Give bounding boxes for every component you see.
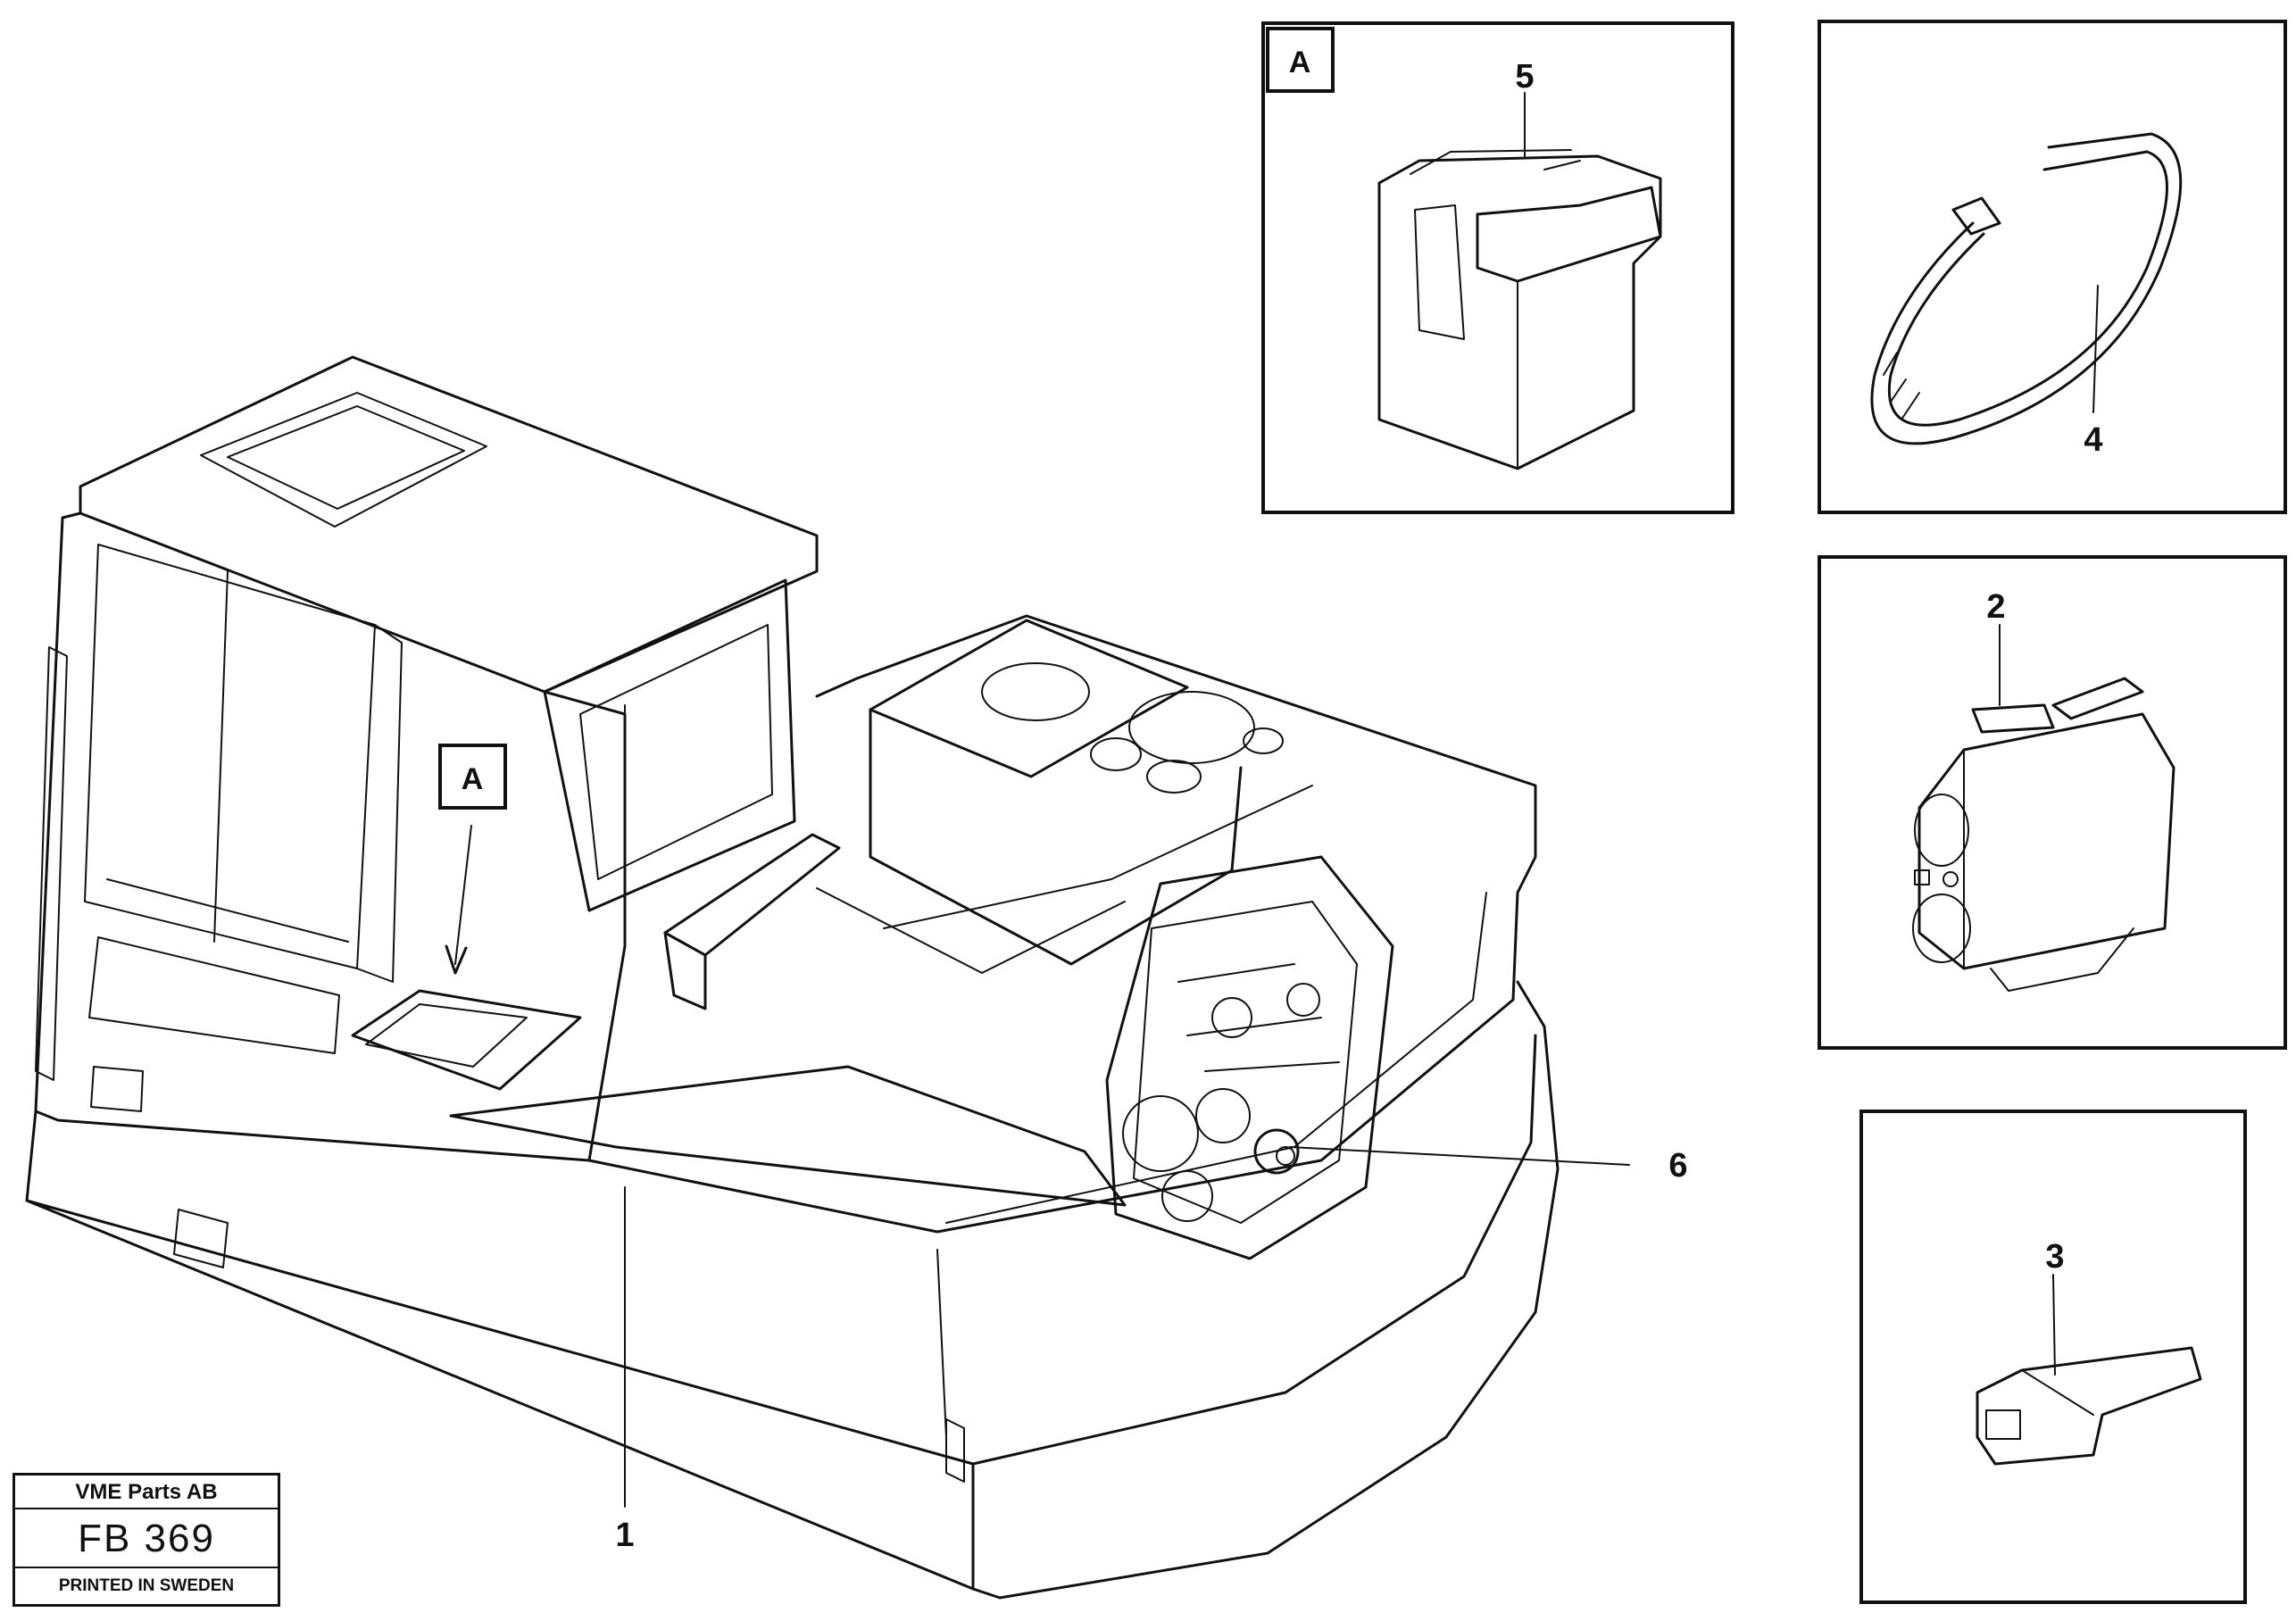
callout-1: 1 [615, 1517, 634, 1554]
callout-4: 4 [2084, 421, 2102, 459]
rubber-boot-drawing [1377, 149, 1662, 470]
detail-box-a-label: A [1289, 46, 1311, 79]
title-block: VME Parts AB FB 369 PRINTED IN SWEDEN [12, 1473, 280, 1607]
callout-3: 3 [2045, 1238, 2064, 1276]
callout-2: 2 [1986, 588, 2005, 626]
cable-tie-drawing [1870, 132, 2183, 445]
title-block-note: PRINTED IN SWEDEN [58, 1576, 235, 1595]
excavator-illustration [25, 355, 1630, 1600]
detail-box-connector-housing [1818, 555, 2287, 1050]
detail-box-cable-tie [1818, 20, 2287, 514]
leader-line-6 [1289, 1146, 1630, 1166]
small-connector-drawing [1976, 1346, 2202, 1466]
detail-box-a: A [1261, 21, 1734, 514]
detail-marker-a-on-machine: A [438, 744, 507, 810]
detail-marker-a-label: A [462, 762, 484, 796]
title-block-code: FB 369 [15, 1509, 278, 1568]
connector-housing-drawing [1912, 677, 2175, 992]
leader-arrow-a [454, 825, 472, 965]
callout-5: 5 [1515, 58, 1534, 96]
callout-6: 6 [1668, 1147, 1687, 1185]
hydraulic-pump-drawing [1105, 855, 1394, 1260]
title-block-company: VME Parts AB [15, 1476, 278, 1509]
detail-box-small-connector [1859, 1110, 2247, 1604]
